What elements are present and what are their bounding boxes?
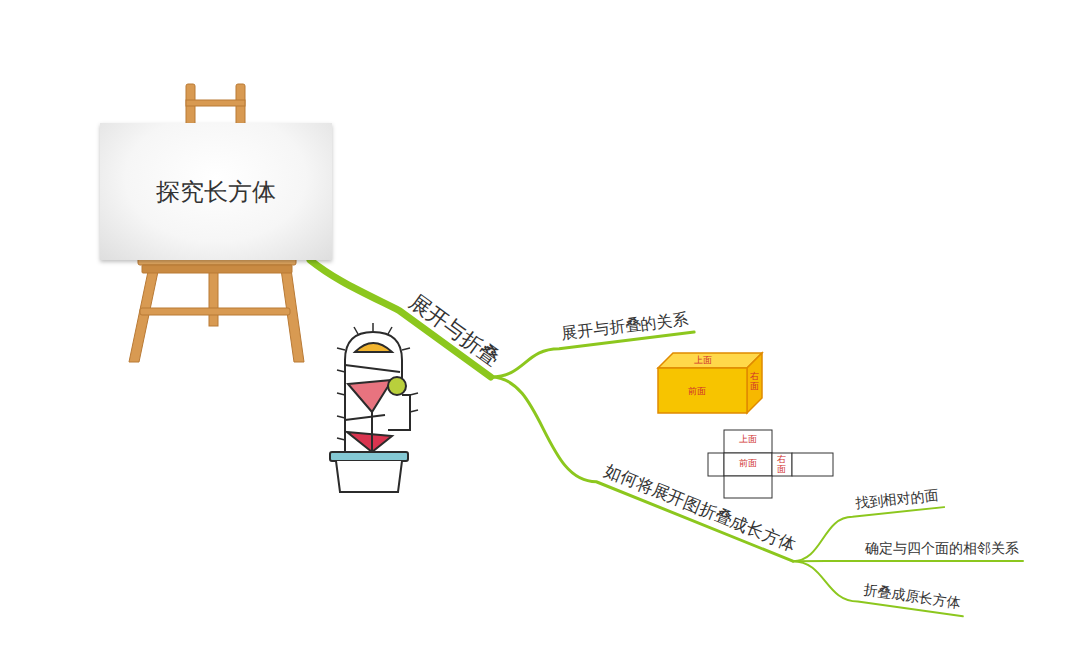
topic-text: 展开与折叠 [404,288,505,372]
title-text: 探究长方体 [156,176,276,208]
topic-text: 展开与折叠的关系 [560,309,690,345]
face-label: 上面 [739,435,757,445]
branch-topic: 如何将展开图折叠成长方体 [597,456,804,560]
cuboid-figure [658,353,762,413]
topic-text: 确定与四个面的相邻关系 [865,540,1019,558]
cuboid-net [708,430,833,498]
topic-text: 找到相对的面 [854,487,939,514]
branch-topic: 展开与折叠的关系 [556,306,694,347]
branch-topic: 找到相对的面 [850,484,944,515]
face-label: 右面 [777,455,786,475]
branch-topic: 折叠成原长方体 [858,579,966,616]
branch-line [793,561,963,616]
branch-line [793,560,1023,562]
cactus-icon [330,323,418,492]
easel-board: 探究长方体 [100,123,332,260]
face-label: 右面 [750,372,759,392]
branch-topic: 展开与折叠 [400,284,510,376]
topic-text: 折叠成原长方体 [862,581,962,612]
branch-topic: 确定与四个面的相邻关系 [861,538,1023,560]
face-label: 上面 [694,356,712,366]
face-label: 前面 [739,459,757,469]
face-label: 前面 [688,387,706,397]
topic-text: 如何将展开图折叠成长方体 [601,459,799,557]
